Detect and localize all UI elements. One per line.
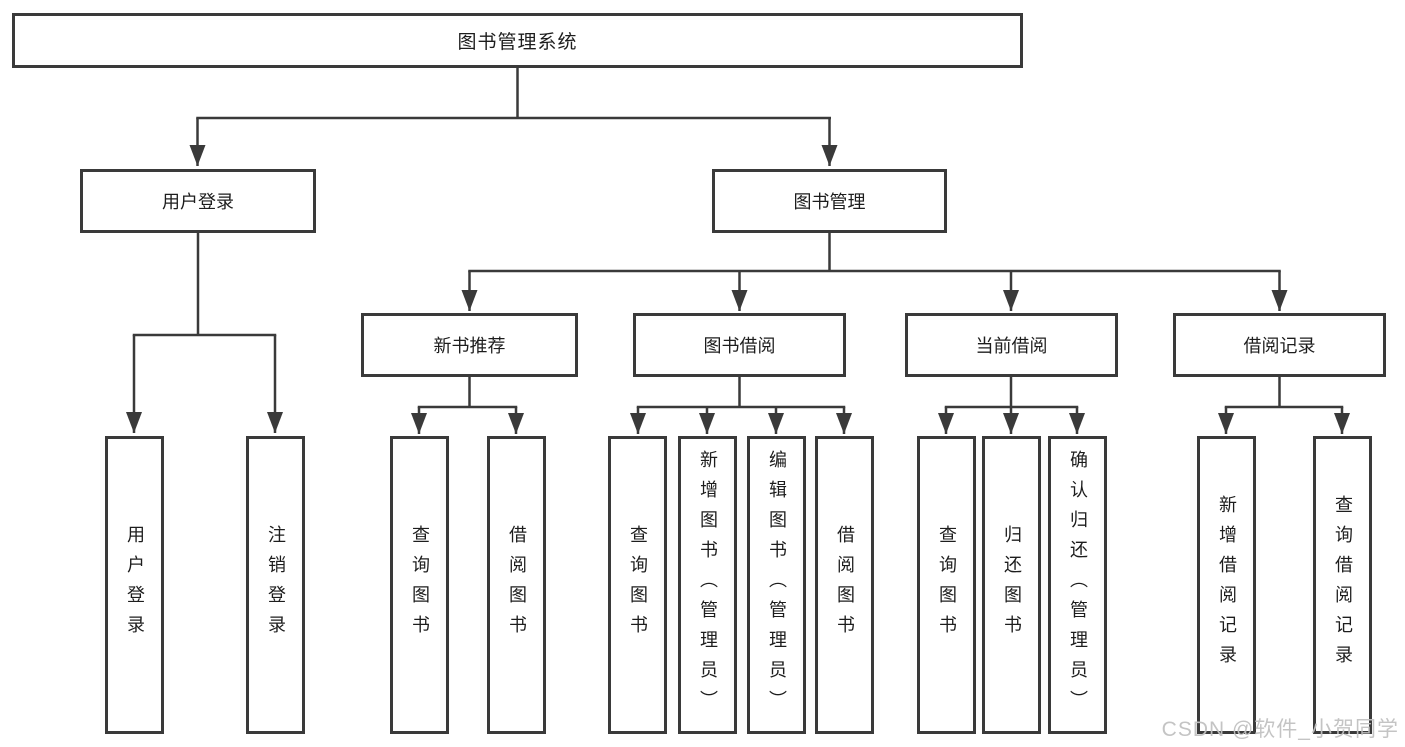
node-leaf-add-book-admin: 新增图书（管理员）: [678, 436, 737, 734]
connector-new-book-recommend-children: [411, 377, 524, 434]
connector-book-management-children: [461, 233, 1288, 311]
connector-rail: [132, 233, 277, 337]
node-leaf-logout: 注销登录: [246, 436, 305, 734]
node-current-borrowing: 当前借阅: [905, 313, 1118, 377]
node-label: 借阅图书: [834, 525, 855, 645]
node-borrow-records: 借阅记录: [1173, 313, 1386, 377]
node-leaf-borrow-books-recommend: 借阅图书: [487, 436, 546, 734]
node-label: 图书管理系统: [457, 32, 578, 53]
node-label: 用户登录: [124, 525, 145, 645]
node-leaf-borrow-books: 借阅图书: [815, 436, 874, 734]
node-leaf-query-books-recommend: 查询图书: [390, 436, 449, 734]
connector-book-borrowing-children: [630, 377, 852, 434]
node-label: 查询图书: [936, 525, 957, 645]
node-leaf-return-books: 归还图书: [982, 436, 1041, 734]
node-label: 编辑图书（管理员）: [766, 450, 787, 720]
connector-user-login-children: [126, 233, 283, 433]
node-label: 注销登录: [265, 525, 286, 645]
connector-root-to-level2: [189, 68, 838, 166]
node-leaf-query-books-current: 查询图书: [917, 436, 976, 734]
connector-rail: [468, 233, 1281, 273]
node-new-book-recommend: 新书推荐: [361, 313, 578, 377]
node-label: 当前借阅: [975, 336, 1048, 356]
node-label: 借阅图书: [506, 525, 527, 645]
node-book-borrowing: 图书借阅: [633, 313, 846, 377]
connector-rail: [636, 377, 846, 409]
csdn-watermark: CSDN @软件_小贺同学: [1161, 718, 1399, 741]
node-label: 确认归还（管理员）: [1067, 450, 1088, 720]
node-leaf-query-books-borrowing: 查询图书: [608, 436, 667, 734]
connector-current-borrowing-children: [938, 377, 1085, 434]
node-label: 查询借阅记录: [1332, 495, 1353, 675]
node-label: 借阅记录: [1243, 336, 1316, 356]
node-user-login: 用户登录: [80, 169, 316, 233]
node-leaf-add-borrow-record: 新增借阅记录: [1197, 436, 1256, 734]
connector-rail: [944, 377, 1079, 409]
node-leaf-confirm-return-admin: 确认归还（管理员）: [1048, 436, 1107, 734]
connector-rail: [196, 68, 831, 120]
node-label: 归还图书: [1001, 525, 1022, 645]
node-leaf-query-borrow-record: 查询借阅记录: [1313, 436, 1372, 734]
node-label: 图书借阅: [703, 336, 776, 356]
node-label: 查询图书: [409, 525, 430, 645]
node-label: 图书管理: [793, 192, 866, 212]
connector-rail: [417, 377, 518, 409]
node-label: 新增图书（管理员）: [697, 450, 718, 720]
connector-rail: [1224, 377, 1344, 409]
node-label: 新书推荐: [433, 336, 506, 356]
node-label: 查询图书: [627, 525, 648, 645]
node-library-management-system: 图书管理系统: [12, 13, 1023, 68]
node-leaf-user-login: 用户登录: [105, 436, 164, 734]
node-label: 用户登录: [162, 192, 234, 212]
node-label: 新增借阅记录: [1216, 495, 1237, 675]
connector-borrow-records-children: [1218, 377, 1350, 434]
node-leaf-edit-book-admin: 编辑图书（管理员）: [747, 436, 806, 734]
node-book-management: 图书管理: [712, 169, 947, 233]
